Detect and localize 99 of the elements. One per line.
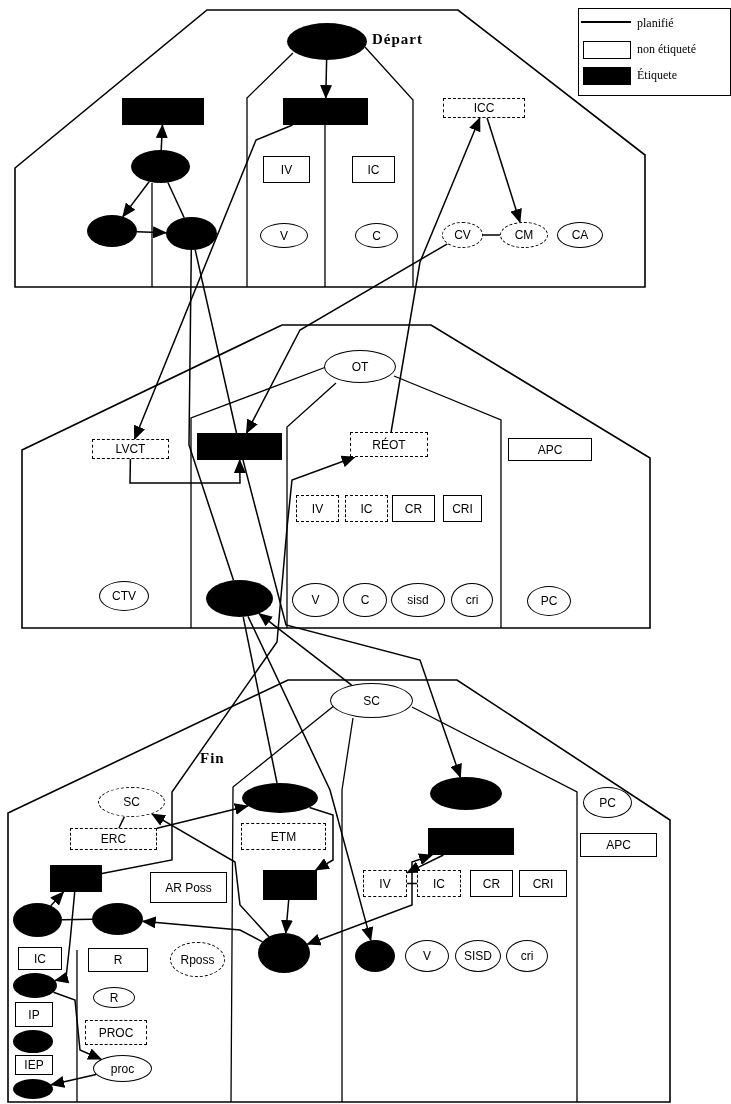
connector-line — [188, 249, 235, 582]
ellipse-label: SC — [330, 683, 413, 718]
label-box: IV — [363, 870, 407, 897]
arrow — [136, 226, 167, 239]
arrow — [122, 180, 150, 218]
connector-line — [61, 918, 93, 921]
filled-ellipse — [131, 150, 190, 183]
arrow — [306, 853, 434, 946]
arrow — [258, 612, 353, 686]
label-box: ERC — [70, 828, 157, 850]
ellipse-label: V — [292, 583, 339, 617]
filled-ellipse — [287, 23, 367, 60]
arrow — [52, 991, 102, 1060]
arrow — [54, 891, 76, 984]
filled-ellipse — [13, 1030, 53, 1053]
label-box: ETM — [241, 823, 326, 850]
legend-text: non étiqueté — [637, 42, 696, 57]
arrow — [486, 117, 522, 224]
filled-ellipse — [87, 215, 137, 247]
ellipse-label: CA — [557, 222, 603, 248]
label-box: ICC — [443, 98, 525, 118]
ellipse-label: PC — [527, 586, 571, 616]
ellipse-label: CV — [442, 222, 483, 248]
legend-text: Étiquete — [637, 68, 677, 83]
arrow — [406, 854, 445, 874]
label-box: APC — [508, 438, 592, 461]
label-box: APC — [580, 833, 657, 857]
filled-ellipse — [13, 1079, 53, 1099]
label-box: R — [88, 948, 148, 972]
label-box: IP — [15, 1002, 53, 1027]
arrow — [308, 806, 334, 871]
filled-box — [197, 433, 282, 460]
label-box: IC — [417, 870, 461, 897]
filled-ellipse — [13, 903, 62, 937]
label-box: AR Poss — [150, 872, 227, 903]
label-box: CR — [470, 870, 513, 897]
label-box: CRI — [443, 495, 482, 522]
filled-box — [283, 98, 368, 125]
ellipse-label: SISD — [455, 940, 501, 972]
label-box: CRI — [519, 870, 567, 897]
section-title: Départ — [372, 31, 423, 48]
ellipse-label: cri — [506, 940, 548, 972]
arrow — [247, 615, 374, 942]
filled-box — [263, 870, 317, 900]
label-box: RÉOT — [350, 432, 428, 457]
arrow — [155, 124, 168, 151]
filled-box — [50, 865, 102, 892]
ellipse-label: sisd — [391, 583, 445, 617]
arrow — [151, 813, 270, 938]
legend-text: planifié — [637, 16, 674, 31]
label-box: IV — [296, 495, 339, 522]
ellipse-label: OT — [324, 350, 396, 383]
arrow — [129, 458, 246, 484]
arrow — [50, 1073, 97, 1088]
filled-box — [428, 828, 514, 855]
arrow — [280, 899, 293, 934]
filled-ellipse — [166, 217, 217, 250]
connector-line — [167, 181, 185, 219]
label-box: LVCT — [92, 439, 169, 459]
arrow — [50, 891, 65, 907]
arrow — [320, 59, 333, 99]
filled-ellipse — [242, 783, 318, 813]
arrow — [390, 117, 481, 433]
section-frame — [8, 680, 670, 1102]
filled-ellipse — [355, 940, 395, 972]
ellipse-label: CM — [500, 222, 548, 248]
ellipse-label: SC — [98, 787, 165, 817]
label-box: PROC — [85, 1020, 147, 1045]
ellipse-label: V — [405, 940, 449, 972]
connector-line — [482, 234, 501, 236]
ellipse-label: CTV — [99, 581, 149, 611]
ellipse-label: R — [93, 987, 135, 1008]
connector-line — [242, 616, 278, 784]
connector-line — [194, 249, 238, 434]
ellipse-label: Rposs — [170, 942, 225, 977]
section-frame — [22, 325, 650, 628]
label-box: IV — [263, 156, 310, 183]
ellipse-label: cri — [451, 583, 493, 617]
ellipse-label: V — [260, 223, 308, 248]
label-box: IEP — [15, 1055, 53, 1075]
filled-ellipse — [13, 973, 57, 998]
arrow — [133, 124, 294, 440]
label-box: IC — [352, 156, 395, 183]
filled-ellipse — [92, 903, 143, 935]
arrow — [141, 916, 264, 943]
arrow — [242, 459, 462, 779]
section-title: Fin — [200, 750, 225, 767]
ellipse-label: C — [343, 583, 387, 617]
ellipse-label: PC — [583, 787, 632, 818]
filled-ellipse — [258, 933, 310, 973]
ellipse-label: C — [355, 223, 398, 248]
label-box: IC — [18, 947, 62, 970]
label-box: CR — [392, 495, 435, 522]
arrow — [156, 803, 249, 830]
label-box: IC — [345, 495, 388, 522]
ellipse-label: proc — [93, 1055, 152, 1082]
arrow — [101, 455, 356, 875]
filled-box — [122, 98, 204, 125]
filled-ellipse — [206, 580, 273, 617]
